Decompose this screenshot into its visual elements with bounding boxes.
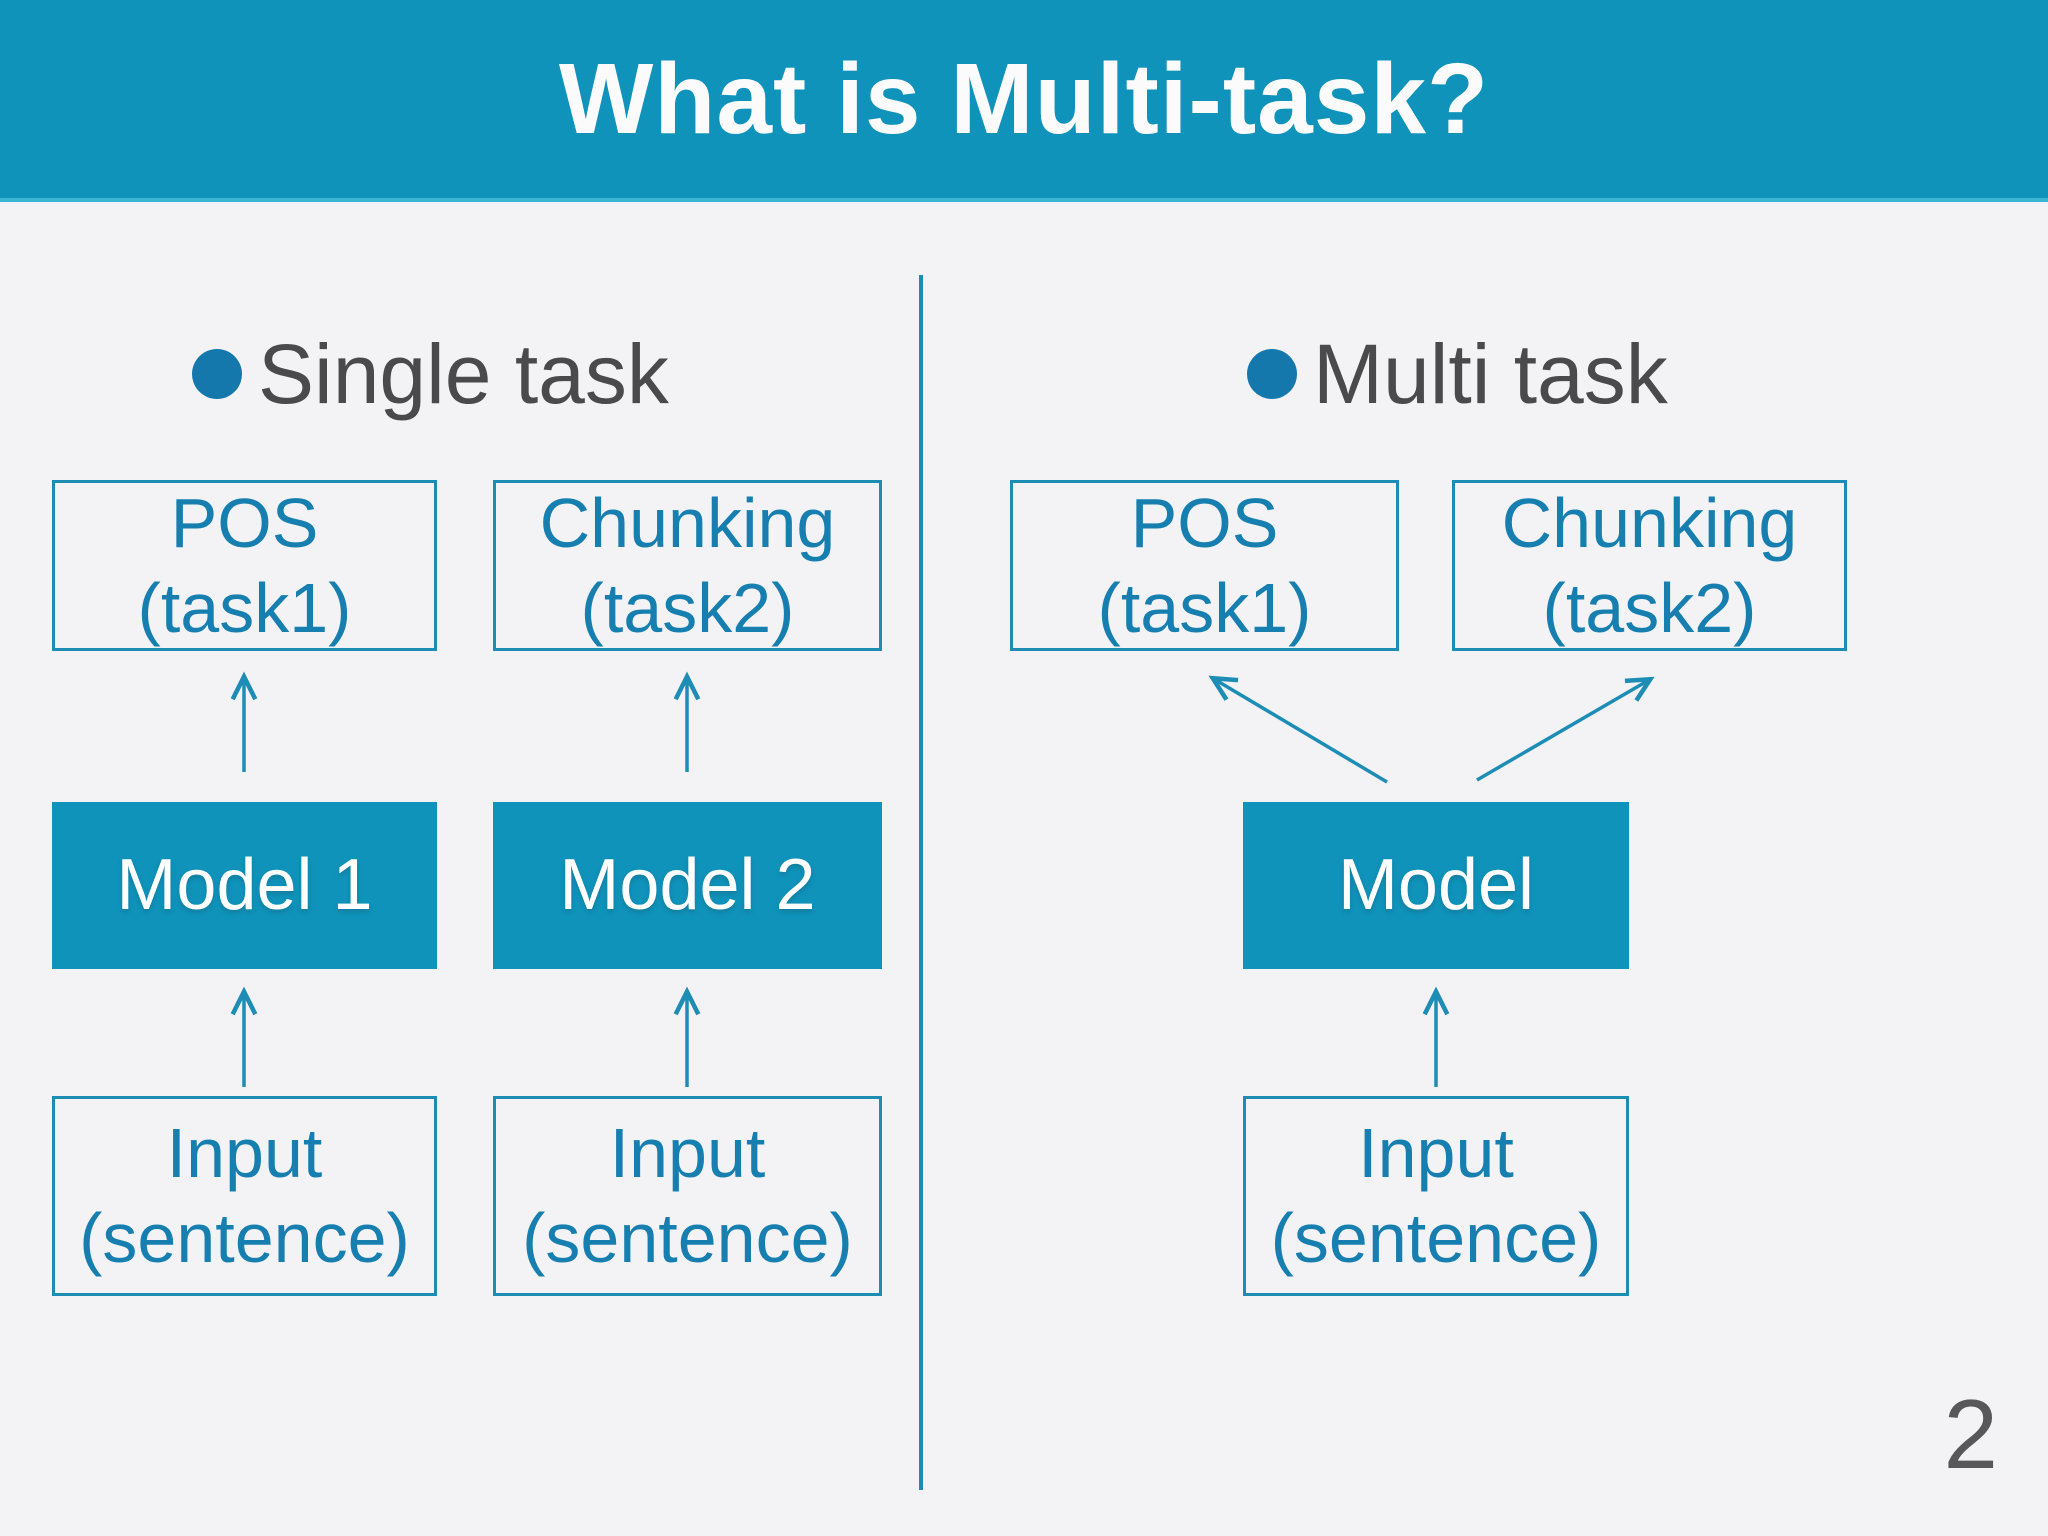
arrow-shared-model-to-chunking: [1476, 676, 1655, 782]
left-chunking-task-box: Chunking (task2): [493, 480, 882, 651]
header-bar: What is Multi-task?: [0, 0, 2048, 202]
left-chunking-task-line2: (task2): [580, 568, 795, 647]
right-chunking-task-line1: Chunking: [1501, 483, 1798, 562]
page-number: 2: [1943, 1379, 1998, 1489]
single-task-heading: Single task: [192, 318, 669, 430]
right-input-line1: Input: [1358, 1114, 1514, 1193]
left-pos-task-line1: POS: [170, 483, 319, 562]
shared-model-label: Model: [1337, 844, 1535, 925]
right-pos-task-line1: POS: [1130, 483, 1279, 562]
section-divider: [919, 275, 923, 1490]
left-input-2-line2: (sentence): [522, 1199, 853, 1277]
shared-model-box: Model: [1243, 802, 1629, 969]
left-input-1-line2: (sentence): [79, 1199, 410, 1277]
right-pos-task-box: POS (task1): [1010, 480, 1399, 651]
left-pos-task-line2: (task1): [137, 568, 352, 647]
right-chunking-task-box: Chunking (task2): [1452, 480, 1847, 651]
multi-task-label: Multi task: [1313, 326, 1668, 421]
model-1-box: Model 1: [52, 802, 437, 969]
bullet-icon: [192, 349, 242, 399]
multi-task-heading: Multi task: [1247, 318, 1668, 430]
arrow-shared-model-to-pos: [1208, 675, 1388, 784]
left-chunking-task-line1: Chunking: [539, 483, 836, 562]
left-input-2-line1: Input: [609, 1114, 766, 1193]
right-chunking-task-line2: (task2): [1542, 568, 1757, 647]
slide-title: What is Multi-task?: [558, 42, 1490, 155]
left-input-box-1: Input (sentence): [52, 1096, 437, 1296]
left-pos-task-box: POS (task1): [52, 480, 437, 651]
model-1-label: Model 1: [116, 844, 373, 925]
left-input-box-2: Input (sentence): [493, 1096, 882, 1296]
left-input-1-line1: Input: [166, 1114, 323, 1193]
model-2-box: Model 2: [493, 802, 882, 969]
right-input-line2: (sentence): [1270, 1199, 1602, 1277]
model-2-label: Model 2: [559, 844, 816, 925]
bullet-icon: [1247, 349, 1297, 399]
right-pos-task-line2: (task1): [1097, 568, 1312, 647]
right-input-box: Input (sentence): [1243, 1096, 1629, 1296]
single-task-label: Single task: [258, 326, 669, 421]
